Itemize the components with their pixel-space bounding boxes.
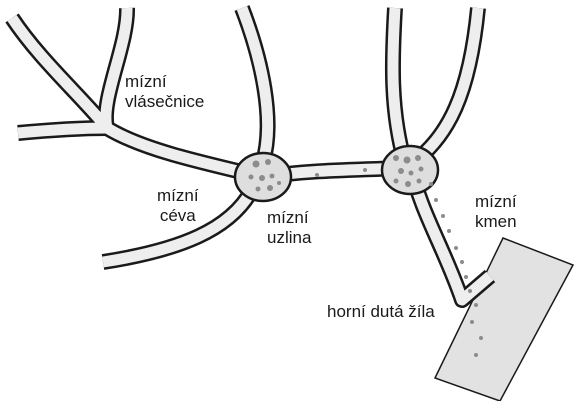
label-capillaries-line2: vlásečnice [125,92,204,112]
label-vessel-line1: mízní [157,186,199,206]
label-vessel: mízní céva [157,186,199,226]
label-capillaries-line1: mízní [125,72,204,92]
label-node-line2: uzlina [267,228,311,248]
label-vessel-line2: céva [157,206,199,226]
label-trunk: mízní kmen [475,192,517,232]
label-trunk-line2: kmen [475,212,517,232]
lymph-node-right [382,146,438,194]
label-vein: horní dutá žíla [327,302,435,322]
label-trunk-line1: mízní [475,192,517,212]
label-node: mízní uzlina [267,208,311,248]
label-capillaries: mízní vlásečnice [125,72,204,112]
label-node-line1: mízní [267,208,311,228]
